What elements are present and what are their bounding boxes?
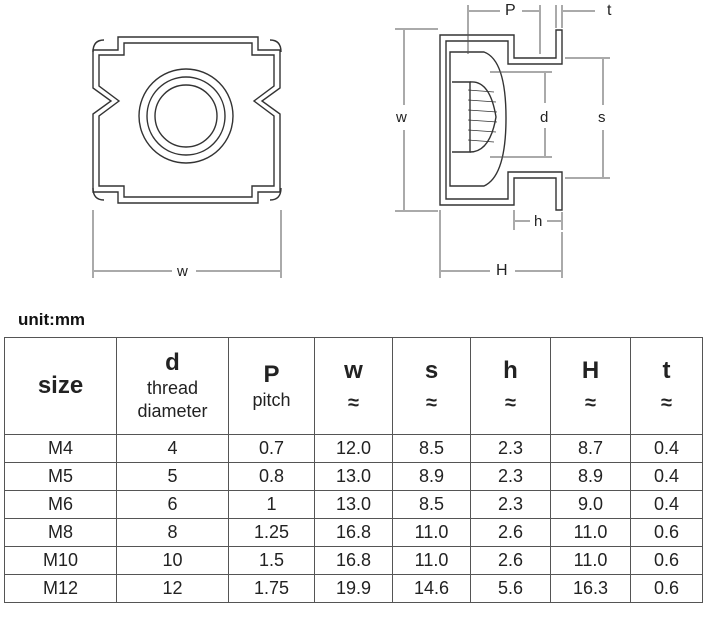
cell-size: M4 [4, 434, 117, 463]
header-p: P pitch [228, 337, 315, 435]
cell-p: 1.25 [228, 518, 315, 547]
side-dimensions [395, 5, 610, 278]
cell-h: 2.3 [470, 462, 551, 491]
cell-size: M5 [4, 462, 117, 491]
cell-H: 11.0 [550, 518, 631, 547]
cell-s: 11.0 [392, 518, 471, 547]
cell-h: 2.6 [470, 546, 551, 575]
header-w: w ≈ [314, 337, 393, 435]
header-approx: ≈ [585, 392, 596, 414]
cell-t: 0.4 [630, 434, 703, 463]
cell-w: 13.0 [314, 462, 393, 491]
table-row: M6 6 1 13.0 8.5 2.3 9.0 0.4 [4, 490, 703, 519]
cell-p: 1.75 [228, 574, 315, 603]
unit-label: unit:mm [18, 310, 86, 329]
table-row: M12 12 1.75 19.9 14.6 5.6 16.3 0.6 [4, 574, 703, 603]
cell-d: 6 [116, 490, 229, 519]
h-label: h [534, 213, 543, 230]
side-w-label: w [396, 109, 407, 126]
cell-p: 1.5 [228, 546, 315, 575]
cell-t: 0.6 [630, 518, 703, 547]
spec-table: size d thread diameter P pitch w ≈ s ≈ h… [4, 337, 703, 603]
header-desc: pitch [252, 389, 291, 410]
header-s: s ≈ [392, 337, 471, 435]
cell-p: 0.7 [228, 434, 315, 463]
cell-H: 8.9 [550, 462, 631, 491]
cell-s: 8.9 [392, 462, 471, 491]
header-approx: ≈ [505, 392, 516, 414]
cell-H: 8.7 [550, 434, 631, 463]
cell-h: 2.3 [470, 434, 551, 463]
front-w-label: w [177, 263, 188, 280]
cell-H: 16.3 [550, 574, 631, 603]
cell-d: 12 [116, 574, 229, 603]
cell-d: 8 [116, 518, 229, 547]
front-width-dimension [92, 210, 282, 278]
pitch-label: P [505, 2, 516, 19]
header-desc: thread [146, 378, 199, 398]
header-approx: ≈ [348, 392, 359, 414]
header-desc: diameter [137, 401, 208, 421]
header-approx: ≈ [661, 392, 672, 414]
header-symbol: s [424, 357, 439, 384]
header-size-label: size [37, 372, 84, 399]
header-approx: ≈ [426, 392, 437, 414]
cell-h: 2.6 [470, 518, 551, 547]
header-H: H ≈ [550, 337, 631, 435]
s-label: s [598, 109, 606, 126]
header-symbol: t [662, 357, 671, 384]
H-label: H [496, 262, 508, 279]
table-row: M4 4 0.7 12.0 8.5 2.3 8.7 0.4 [4, 434, 703, 463]
cell-t: 0.6 [630, 546, 703, 575]
cell-d: 10 [116, 546, 229, 575]
d-label: d [540, 109, 549, 126]
header-symbol: h [503, 357, 518, 384]
cell-w: 16.8 [314, 546, 393, 575]
header-size: size [4, 337, 117, 435]
cell-h: 2.3 [470, 490, 551, 519]
header-symbol: d [165, 349, 180, 376]
side-view [439, 29, 563, 211]
front-view [92, 36, 282, 204]
cell-d: 4 [116, 434, 229, 463]
table-header-row: size d thread diameter P pitch w ≈ s ≈ h… [4, 337, 703, 435]
cell-p: 1 [228, 490, 315, 519]
cell-size: M12 [4, 574, 117, 603]
cell-p: 0.8 [228, 462, 315, 491]
cell-size: M6 [4, 490, 117, 519]
cell-h: 5.6 [470, 574, 551, 603]
cell-size: M8 [4, 518, 117, 547]
header-symbol: P [263, 360, 280, 388]
header-d: d thread diameter [116, 337, 229, 435]
cell-t: 0.4 [630, 462, 703, 491]
cell-s: 8.5 [392, 490, 471, 519]
cell-w: 16.8 [314, 518, 393, 547]
cell-s: 8.5 [392, 434, 471, 463]
cell-s: 14.6 [392, 574, 471, 603]
cell-w: 13.0 [314, 490, 393, 519]
cell-H: 9.0 [550, 490, 631, 519]
cell-s: 11.0 [392, 546, 471, 575]
cell-size: M10 [4, 546, 117, 575]
cage-nut-drawing [92, 5, 610, 278]
header-h: h ≈ [470, 337, 551, 435]
table-row: M8 8 1.25 16.8 11.0 2.6 11.0 0.6 [4, 518, 703, 547]
header-symbol: H [581, 357, 600, 384]
cell-t: 0.4 [630, 490, 703, 519]
header-t: t ≈ [630, 337, 703, 435]
cell-w: 19.9 [314, 574, 393, 603]
header-symbol: w [344, 357, 363, 384]
cell-d: 5 [116, 462, 229, 491]
thickness-label: t [607, 2, 612, 19]
cell-t: 0.6 [630, 574, 703, 603]
table-row: M10 10 1.5 16.8 11.0 2.6 11.0 0.6 [4, 546, 703, 575]
cell-w: 12.0 [314, 434, 393, 463]
cell-H: 11.0 [550, 546, 631, 575]
table-row: M5 5 0.8 13.0 8.9 2.3 8.9 0.4 [4, 462, 703, 491]
